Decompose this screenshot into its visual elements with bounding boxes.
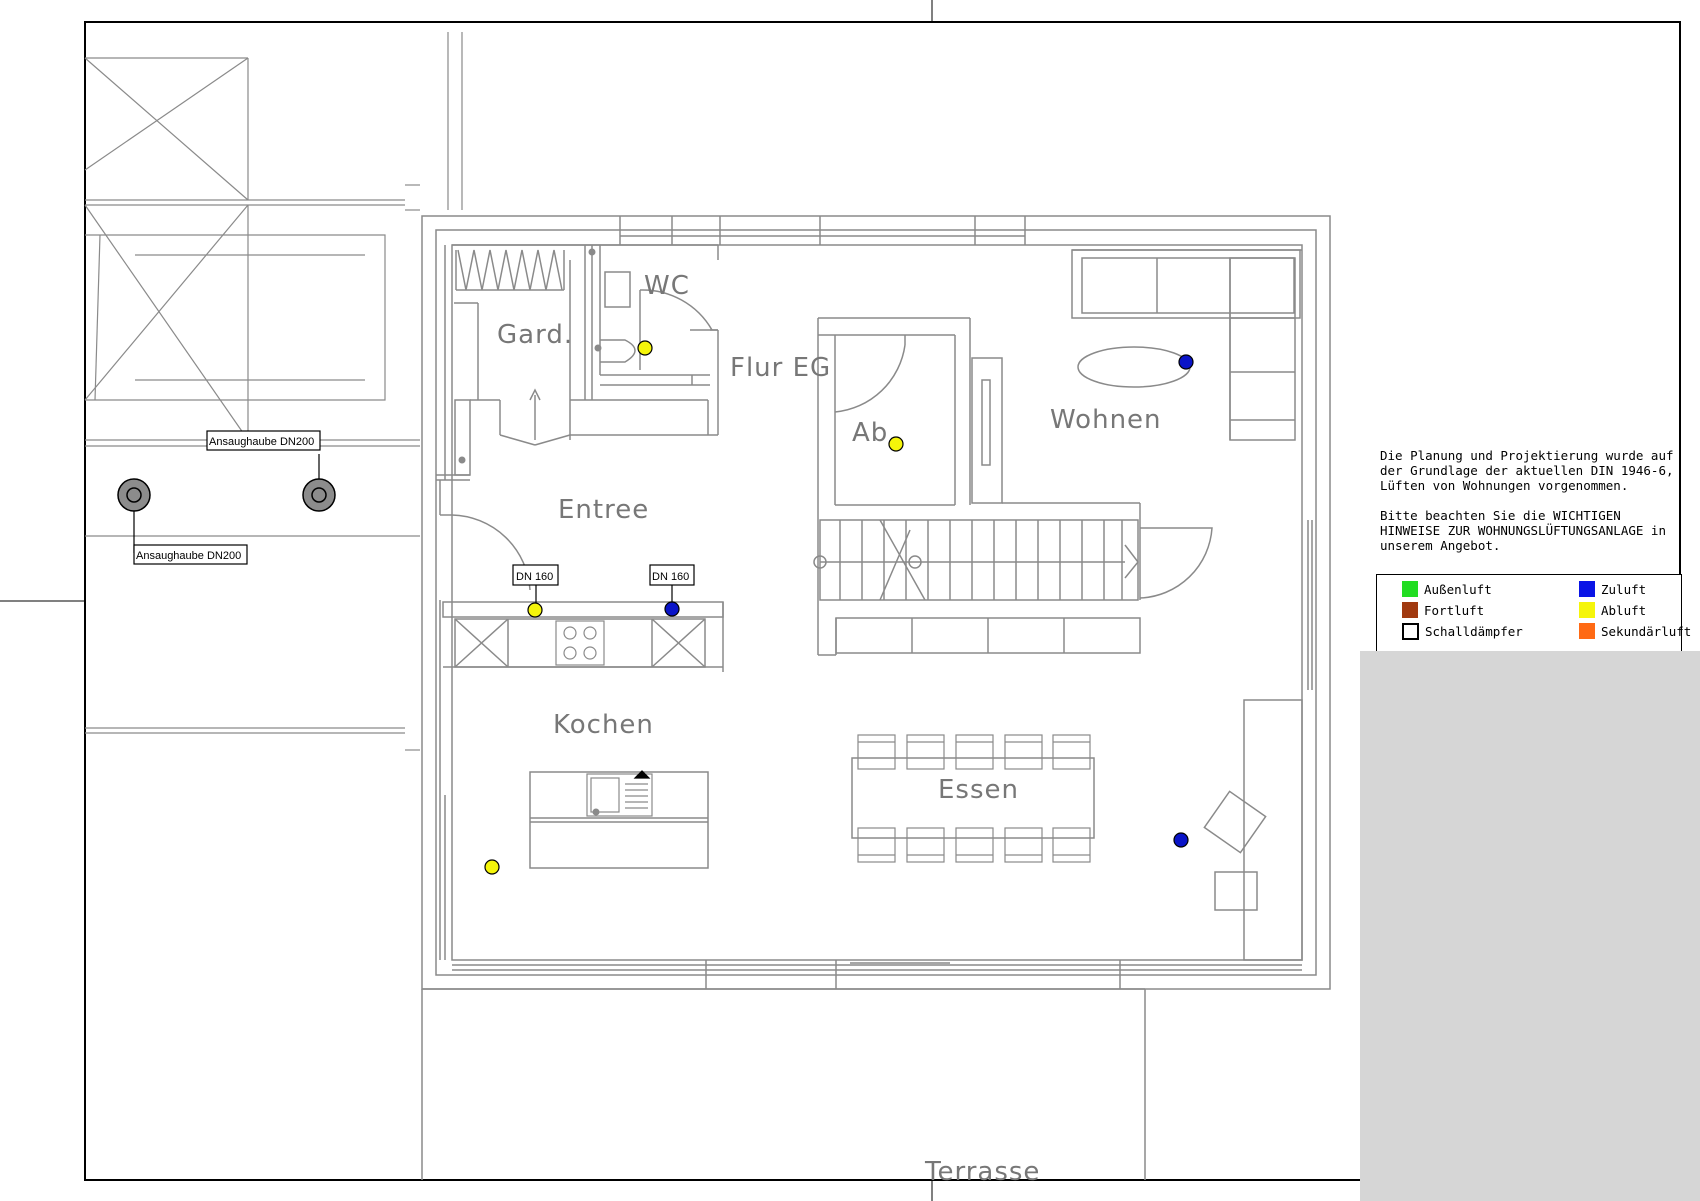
legend-item-sekundaerluft: Sekundärluft [1579,623,1691,639]
legend-swatch-abluft [1579,602,1595,618]
hood-label-bottom: Ansaughaube DN200 [136,550,241,562]
hood-label-top: Ansaughaube DN200 [209,436,314,448]
legend-swatch-fortluft [1402,602,1418,618]
legend-item-aussenluft: Außenluft [1402,581,1492,597]
stove-icon [555,620,605,666]
notes-paragraph-2: Bitte beachten Sie die WICHTIGEN HINWEIS… [1380,508,1666,553]
legend-item-schalldaempfer: Schalldämpfer [1402,623,1523,640]
legend-swatch-zuluft [1579,581,1595,597]
room-label-flur: Flur EG [730,353,831,383]
sheet-lines [0,0,933,1201]
dining-chairs [857,734,1091,863]
room-label-wc: WC [644,271,690,301]
legend-item-zuluft: Zuluft [1579,581,1646,597]
valves [484,340,1194,875]
duct-tags: DN 160 DN 160 [512,564,695,605]
room-label-garderobe: Gard. [497,320,573,350]
zuluft-valve-icon [1178,354,1194,370]
legend-label-fortluft: Fortluft [1424,602,1485,618]
planning-notes: Die Planung und Projektierung wurde auf … [1380,448,1680,568]
legend: Außenluft Fortluft Schalldämpfer Zuluft … [1376,574,1691,652]
door-handles [458,248,602,816]
duct-tag-zuluft: DN 160 [652,571,689,583]
abluft-valve-icon [888,436,904,452]
legend-label-sekundaerluft: Sekundärluft [1601,623,1692,639]
intake-hoods: Ansaughaube DN200 Ansaughaube DN200 [117,430,336,565]
legend-item-abluft: Abluft [1579,602,1646,618]
room-labels: Gard. WC Flur EG Ab. Wohnen Entree Koche… [497,271,1162,1187]
partitions [436,244,1303,961]
abluft-valve-icon [527,602,543,618]
zuluft-valve-icon [664,601,680,617]
legend-label-zuluft: Zuluft [1601,581,1647,597]
abluft-valve-icon [637,340,653,356]
intake-hood-icon [302,478,336,512]
legend-swatch-schalldaempfer [1402,623,1419,640]
room-label-essen: Essen [938,775,1019,805]
zuluft-valve-icon [1173,832,1189,848]
sink-icon [586,770,653,817]
legend-label-aussenluft: Außenluft [1424,581,1492,597]
legend-swatch-aussenluft [1402,581,1418,597]
room-label-kochen: Kochen [553,710,654,740]
legend-label-abluft: Abluft [1601,602,1647,618]
duct-tag-abluft: DN 160 [516,571,553,583]
room-label-entree: Entree [558,495,649,525]
terrace [421,988,1146,1180]
legend-item-fortluft: Fortluft [1402,602,1484,618]
room-label-terrasse: Terrasse [924,1157,1040,1187]
legend-label-schalldaempfer: Schalldämpfer [1425,624,1523,639]
intake-hood-icon [117,478,151,512]
notes-paragraph-1: Die Planung und Projektierung wurde auf … [1380,448,1674,493]
abluft-valve-icon [484,859,500,875]
room-label-wohnen: Wohnen [1050,405,1162,435]
carport [84,32,463,751]
blank-title-block [1360,651,1700,1201]
legend-swatch-sekundaerluft [1579,623,1595,639]
